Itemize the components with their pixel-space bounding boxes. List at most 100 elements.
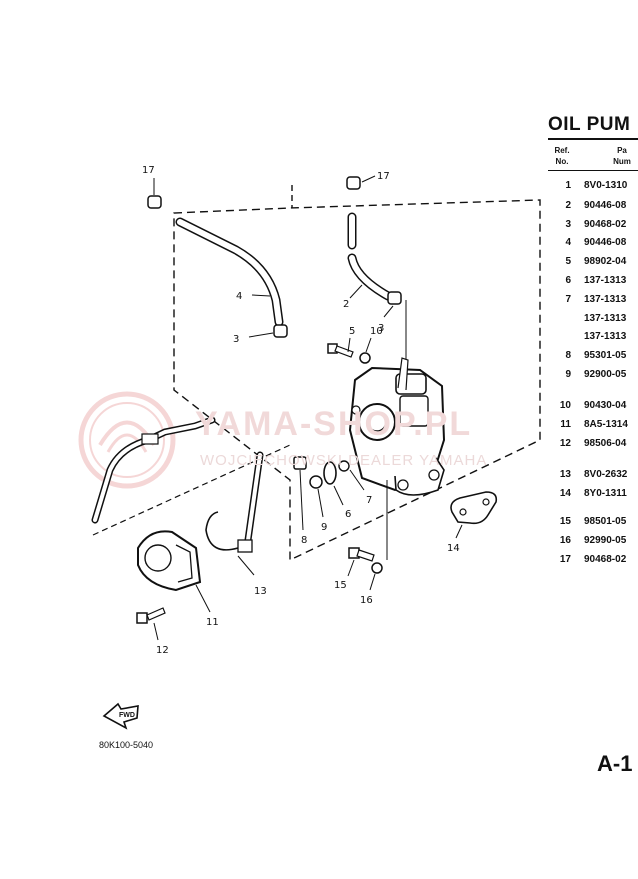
callout-17-left: 17 [142,165,155,176]
watermark-text: YAMA-SHOP.PL [195,405,473,443]
gasket-14 [450,491,498,539]
ref-number: 12 [559,438,571,449]
table-row: 10 90430-04 [548,400,638,414]
ref-number: 11 [560,419,571,430]
table-row: 9 92900-05 [548,369,638,383]
part-number: 137-1313 [584,313,627,324]
ref-number: 6 [565,275,571,286]
callout-3-left: 3 [233,334,239,345]
table-row: 137-1313 [548,331,638,345]
header-part-line2: Num [613,157,631,166]
part-number: 137-1313 [584,331,627,342]
watermark-subtext: WOJCIECHOWSKI DEALER YAMAHA [200,452,488,469]
ref-number: 5 [565,256,571,267]
ref-number: 17 [559,554,571,565]
ref-number: 15 [559,516,571,527]
part-number: 90468-02 [584,219,627,230]
callout-8: 8 [301,535,307,546]
callout-7: 7 [366,495,372,506]
ref-number: 14 [559,488,571,499]
callout-15: 15 [334,580,347,591]
table-row: 7 137-1313 [548,294,638,308]
fwd-direction-arrow-icon: FWD [102,702,139,730]
table-row: 16 92990-05 [548,535,638,549]
callout-13: 13 [254,586,267,597]
part-number: 90446-08 [584,200,627,211]
ref-number: 8 [565,350,571,361]
ref-number: 10 [559,400,571,411]
part-number: 92900-05 [584,369,627,380]
callout-4: 4 [236,291,242,302]
callout-2: 2 [343,299,349,310]
ref-number: 2 [565,200,571,211]
clamp-17-right [346,175,376,190]
part-number: 137-1313 [584,294,627,305]
part-number: 8V0-2632 [584,469,628,480]
callout-17-right: 17 [377,171,390,182]
ref-number: 16 [559,535,571,546]
table-row: 12 98506-04 [548,438,638,452]
part-number: 8A5-1314 [584,419,628,430]
pump-cover-11 [137,530,211,613]
ref-number: 9 [565,369,571,380]
bolt-15 [347,547,375,577]
table-row: 137-1313 [548,313,638,327]
part-number: 98902-04 [584,256,627,267]
ref-number: 1 [565,180,571,191]
oil-pump-assembly-1 [348,357,446,560]
callout-11: 11 [206,617,219,628]
callout-6: 6 [345,509,351,520]
yamaha-tuning-fork-logo [78,391,176,489]
screw-12 [136,607,166,641]
oil-pump-cable-13 [91,416,264,576]
fwd-label: FWD [119,712,135,719]
table-row: 2 90446-08 [548,200,638,214]
part-number: 92990-05 [584,535,627,546]
ref-number: 4 [565,237,571,248]
part-number: 90446-08 [584,237,627,248]
header-part-line1: Pa [617,146,627,155]
table-row: 4 90446-08 [548,237,638,251]
clamp-17-left [147,178,162,209]
washer-10 [359,337,372,364]
washer-9 [309,475,324,518]
table-row: 13 8V0-2632 [548,469,638,483]
nut-8 [293,456,307,531]
title-rule [548,138,638,140]
table-row: 17 90468-02 [548,554,638,568]
part-number: 90468-02 [584,554,627,565]
oil-hose-4 [175,217,288,338]
ref-number: 3 [565,219,571,230]
part-number: 98501-05 [584,516,627,527]
oil-hose-2 [347,212,407,370]
part-number: 8Y0-1311 [584,488,627,499]
part-number: 98506-04 [584,438,627,449]
header-ref-line1: Ref. [554,146,570,155]
assembly-boundary-dashed [173,199,541,562]
header-ref-line2: No. [555,157,569,166]
page-title: OIL PUM [548,114,631,135]
callout-3-right: 3 [378,323,384,334]
callout-9: 9 [321,522,327,533]
callout-16: 16 [360,595,373,606]
callout-10: 10 [370,326,383,337]
page-label: A-1 [597,751,633,776]
table-row: 11 8A5-1314 [548,419,638,433]
table-row: 14 8Y0-1311 [548,488,638,502]
part-number: 95301-05 [584,350,627,361]
callout-12: 12 [156,645,169,656]
table-row: 15 98501-05 [548,516,638,530]
callout-14: 14 [447,543,460,554]
bolt-5 [327,337,354,358]
table-row: 3 90468-02 [548,219,638,233]
header-rule [548,170,638,171]
ref-number: 7 [565,294,571,305]
part-number: 90430-04 [584,400,627,411]
collar-7 [338,460,365,491]
ref-number: 13 [559,469,571,480]
catalog-code: 80K100-5040 [99,740,154,750]
seal-6 [323,461,344,506]
